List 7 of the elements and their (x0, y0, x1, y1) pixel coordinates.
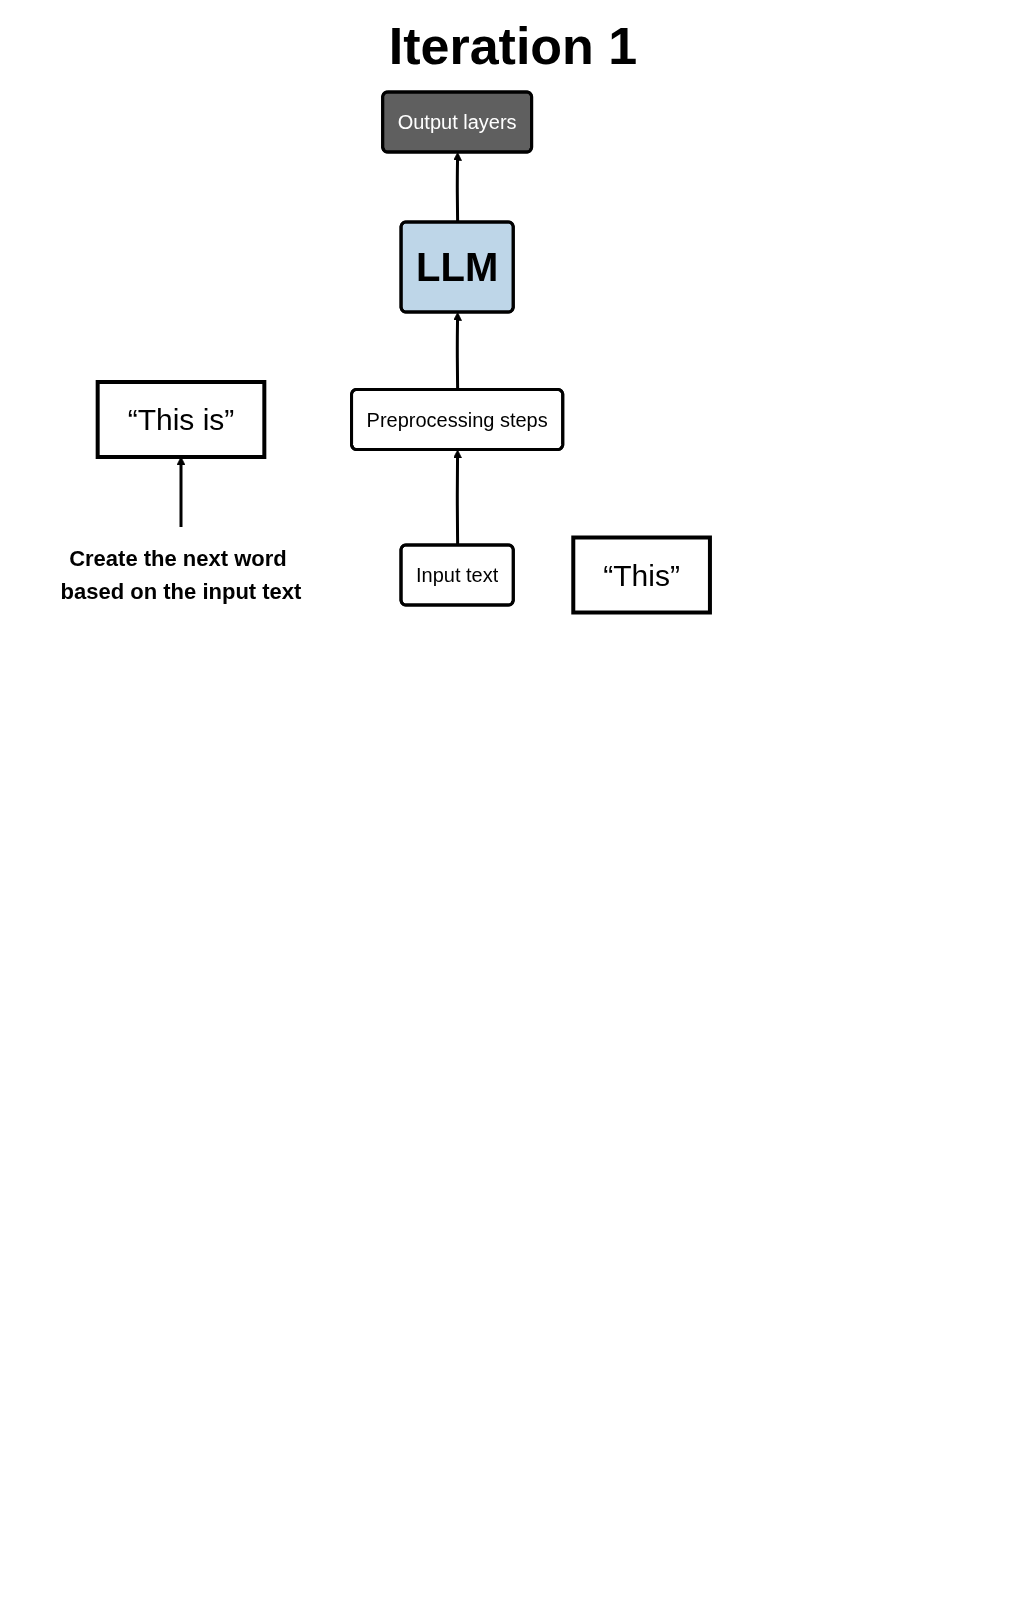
diagram-title: Iteration 1 (387, 16, 639, 76)
arrow (453, 152, 462, 223)
arrow (453, 312, 462, 390)
node-box: “This is” (95, 380, 267, 459)
node-box: “This” (571, 535, 712, 615)
arrow (453, 449, 462, 546)
node-text: Create the next word based on the input text (60, 546, 302, 604)
